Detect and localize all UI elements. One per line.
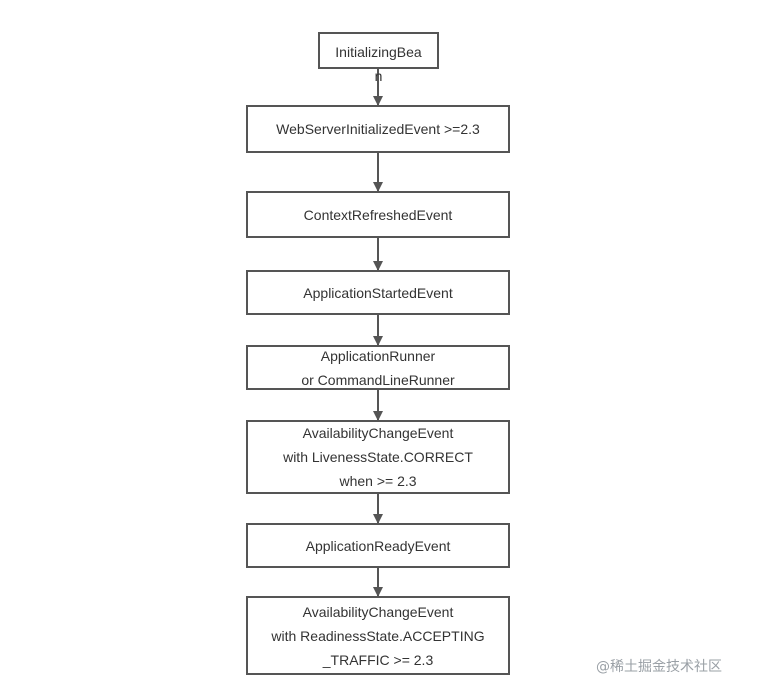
node-label-line: ContextRefreshedEvent [303,206,453,223]
node-label-line: ApplicationRunner [320,347,436,364]
node-label-line: with LivenessState.CORRECT [283,449,473,465]
flowchart-node-n3: ContextRefreshedEvent [246,191,510,238]
flowchart-node-n8: AvailabilityChangeEvent with ReadinessSta… [246,596,510,675]
flowchart-node-n7: ApplicationReadyEvent [246,523,510,568]
node-label-line: when >= 2.3 [339,473,417,489]
node-label-line: ApplicationReadyEvent [305,537,451,554]
flowchart-node-n5: ApplicationRunner or CommandLineRunner [246,345,510,390]
node-label-line: AvailabilityChangeEvent [302,425,454,441]
flowchart-node-n4: ApplicationStartedEvent [246,270,510,315]
flowchart-node-n2: WebServerInitializedEvent >=2.3 [246,105,510,153]
node-label-line: with ReadinessState.ACCEPTING [271,627,485,644]
node-label-line: _TRAFFIC >= 2.3 [322,651,434,668]
node-label-line: or CommandLineRunner [301,371,455,388]
flowchart-node-n1: InitializingBean [318,32,439,84]
node-label-line: AvailabilityChangeEvent [302,603,454,620]
watermark: @稀土掘金技术社区 [596,659,722,675]
node-label-line: InitializingBean [335,44,422,84]
node-label-line: ApplicationStartedEvent [303,284,453,301]
flowchart-node-n6: AvailabilityChangeEvent with LivenessStat… [246,420,510,494]
node-label-line: WebServerInitializedEvent >=2.3 [276,121,480,137]
